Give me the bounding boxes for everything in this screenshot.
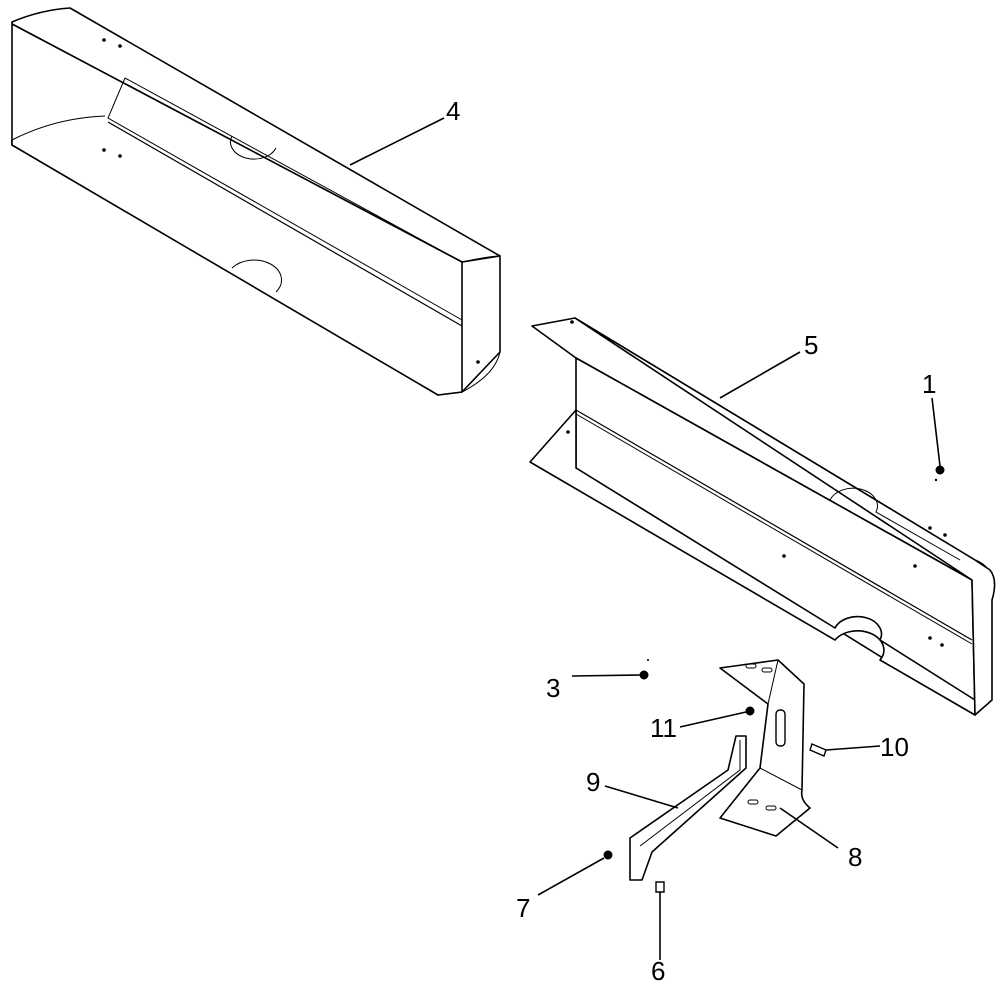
- hardware-item-6: [655, 881, 665, 893]
- callout-8: 8: [848, 842, 862, 872]
- leader-10: [825, 745, 881, 751]
- part-9-arm: [629, 735, 747, 881]
- part-4-shield-left: [11, 7, 501, 396]
- part-5-shield-right: [529, 317, 996, 716]
- callout-1: 1: [922, 369, 936, 399]
- callout-3: 3: [546, 673, 560, 703]
- callout-11: 11: [650, 713, 677, 743]
- hardware-item-7: [603, 850, 613, 860]
- leader-3: [571, 674, 641, 677]
- leader-4: [349, 117, 445, 166]
- leader-9: [604, 785, 679, 809]
- hardware-item-3: [639, 659, 649, 680]
- leader-1: [931, 397, 941, 467]
- leader-7: [537, 857, 605, 896]
- callout-7: 7: [516, 893, 530, 923]
- callout-5: 5: [804, 330, 818, 360]
- part-8-bracket: [719, 659, 811, 837]
- leader-8: [779, 807, 839, 849]
- hardware-item-10: [809, 743, 827, 757]
- hardware-item-11: [745, 706, 755, 716]
- callout-9: 9: [586, 767, 600, 797]
- hardware-item-1: [934, 465, 945, 482]
- callout-6: 6: [651, 956, 665, 986]
- callout-10: 10: [880, 732, 909, 762]
- leader-5: [719, 351, 801, 399]
- leader-11: [679, 711, 747, 728]
- callout-4: 4: [446, 96, 460, 126]
